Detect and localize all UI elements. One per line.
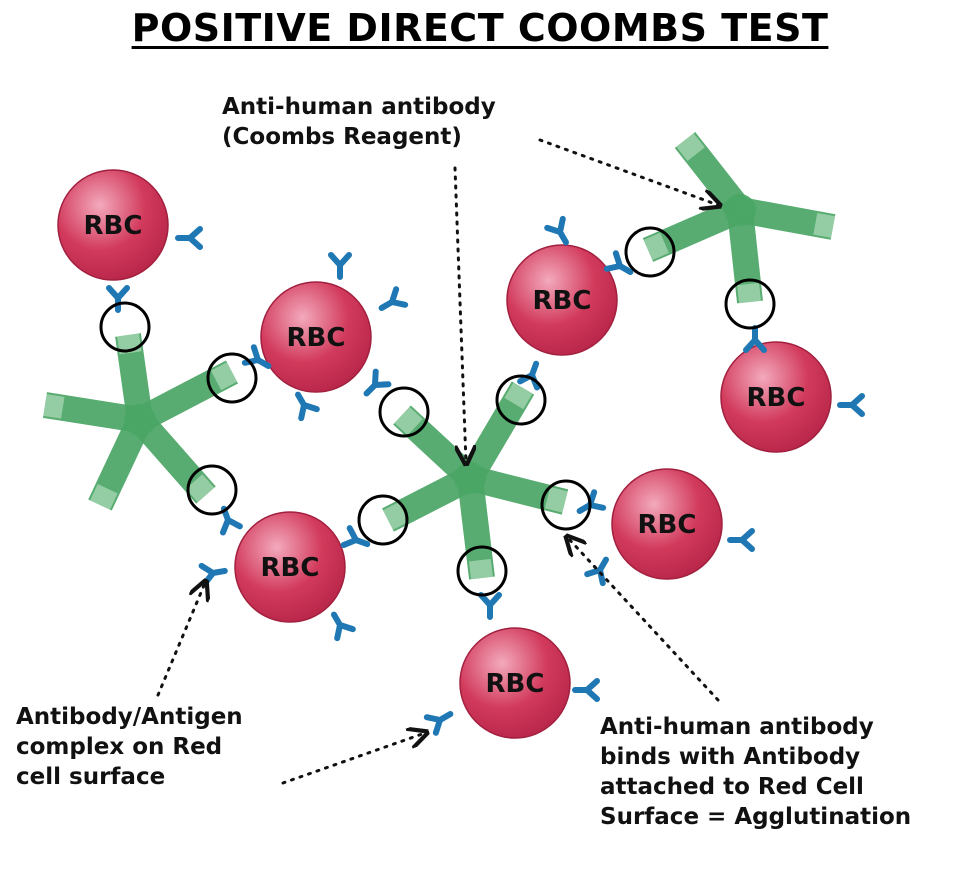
antibody-arm-tip [737, 282, 761, 304]
antibody-shape [340, 525, 371, 549]
antibody-shape [517, 360, 541, 391]
antibody-shape [423, 711, 454, 736]
rbc-body [234, 511, 346, 623]
rbc-cell: RBC [234, 511, 346, 623]
antibody-shape [363, 368, 392, 397]
rbc-label: RBC [533, 286, 592, 316]
leader-arrow [281, 733, 425, 785]
antibody-arm-tip [676, 133, 705, 161]
leader-arrow [568, 538, 720, 702]
antibody-arm-tip [210, 362, 238, 391]
binding-site-circle [456, 545, 508, 597]
rbc-antibody [572, 678, 600, 702]
rbc-cell: RBC [57, 169, 169, 281]
rbc-antibody [478, 592, 502, 620]
binding-site-circle [357, 494, 409, 546]
anti-human-antibody-center [724, 194, 756, 226]
antibody-shape [837, 393, 865, 417]
rbc-antibody [517, 360, 541, 391]
antibody-arm-tip [468, 558, 493, 580]
rbc-cell: RBC [260, 281, 372, 393]
anti-human-antibody-center [124, 404, 156, 436]
binding-site-circle [378, 386, 430, 438]
rbc-antibody [328, 252, 352, 280]
rbc-body [459, 627, 571, 739]
rbc-body [506, 244, 618, 356]
binding-site-circle [186, 464, 238, 516]
rbc-antibody [743, 325, 767, 353]
antibody-arm-tip [504, 382, 533, 410]
antibody-arm-tip [544, 486, 568, 513]
rbc-cell: RBC [459, 627, 571, 739]
antibody-shape [198, 562, 228, 587]
rbc-cell: RBC [506, 244, 618, 356]
binding-site-circle [206, 352, 258, 404]
rbc-body [611, 468, 723, 580]
antibody-shape [328, 252, 352, 280]
antibody-shape [544, 215, 569, 246]
rbc-antibody [363, 368, 392, 397]
antibody-arm-tip [394, 406, 423, 436]
rbc-antibody [603, 250, 634, 275]
label-coombs-reagent: Anti-human antibody (Coombs Reagent) [222, 94, 496, 150]
binding-site-circle [724, 278, 776, 330]
rbc-label: RBC [638, 510, 697, 540]
antibody-shape [241, 344, 272, 369]
label-antibody-antigen-complex: Antibody/Antigen complex on Red cell sur… [16, 704, 243, 790]
rbc-antibody [175, 226, 203, 250]
binding-site-circle [99, 301, 151, 353]
rbc-label: RBC [261, 553, 320, 583]
rbc-cell: RBC [720, 341, 832, 453]
leader-arrow [156, 583, 205, 697]
binding-site-circle [624, 226, 676, 278]
rbc-label: RBC [486, 669, 545, 699]
antibody-arm-tip [90, 484, 118, 510]
antibody-shape [584, 556, 609, 587]
rbc-antibody [295, 391, 320, 422]
rbc-antibody [584, 556, 609, 587]
rbc-antibody [544, 215, 569, 246]
rbc-cell: RBC [611, 468, 723, 580]
binding-site-circle [495, 374, 547, 426]
rbc-label: RBC [287, 323, 346, 353]
rbc-label: RBC [84, 211, 143, 241]
rbc-antibody [378, 286, 409, 311]
antibody-shape [175, 226, 203, 250]
label-agglutination: Anti-human antibody binds with Antibody … [600, 714, 912, 830]
rbc-antibody [331, 611, 356, 642]
antibody-arm-tip [813, 212, 835, 238]
antibody-arm-tip [382, 502, 410, 530]
antibody-shape [478, 592, 502, 620]
antibody-shape [378, 286, 409, 311]
antibody-shape [743, 325, 767, 353]
antibody-shape [727, 528, 755, 552]
antibody-shape [331, 611, 356, 642]
rbc-antibody [837, 393, 865, 417]
rbc-antibody [198, 562, 228, 587]
rbc-antibody [340, 525, 371, 549]
antibody-shape [295, 391, 320, 422]
antibody-arm-tip [185, 474, 215, 503]
rbc-body [57, 169, 169, 281]
antibody-arm-tip [43, 394, 65, 419]
rbc-body [720, 341, 832, 453]
anti-human-antibody-center [454, 462, 486, 494]
rbc-antibody [423, 711, 454, 736]
diagram-title: POSITIVE DIRECT COOMBS TEST [131, 6, 829, 50]
antibody-shape [603, 250, 634, 275]
binding-site-circle [540, 479, 592, 531]
antibody-shape [572, 678, 600, 702]
rbc-label: RBC [747, 383, 806, 413]
rbc-body [260, 281, 372, 393]
rbc-antibody [727, 528, 755, 552]
antibody-arm-tip [643, 232, 669, 261]
leader-arrow [453, 166, 466, 462]
rbc-antibody [241, 344, 272, 369]
